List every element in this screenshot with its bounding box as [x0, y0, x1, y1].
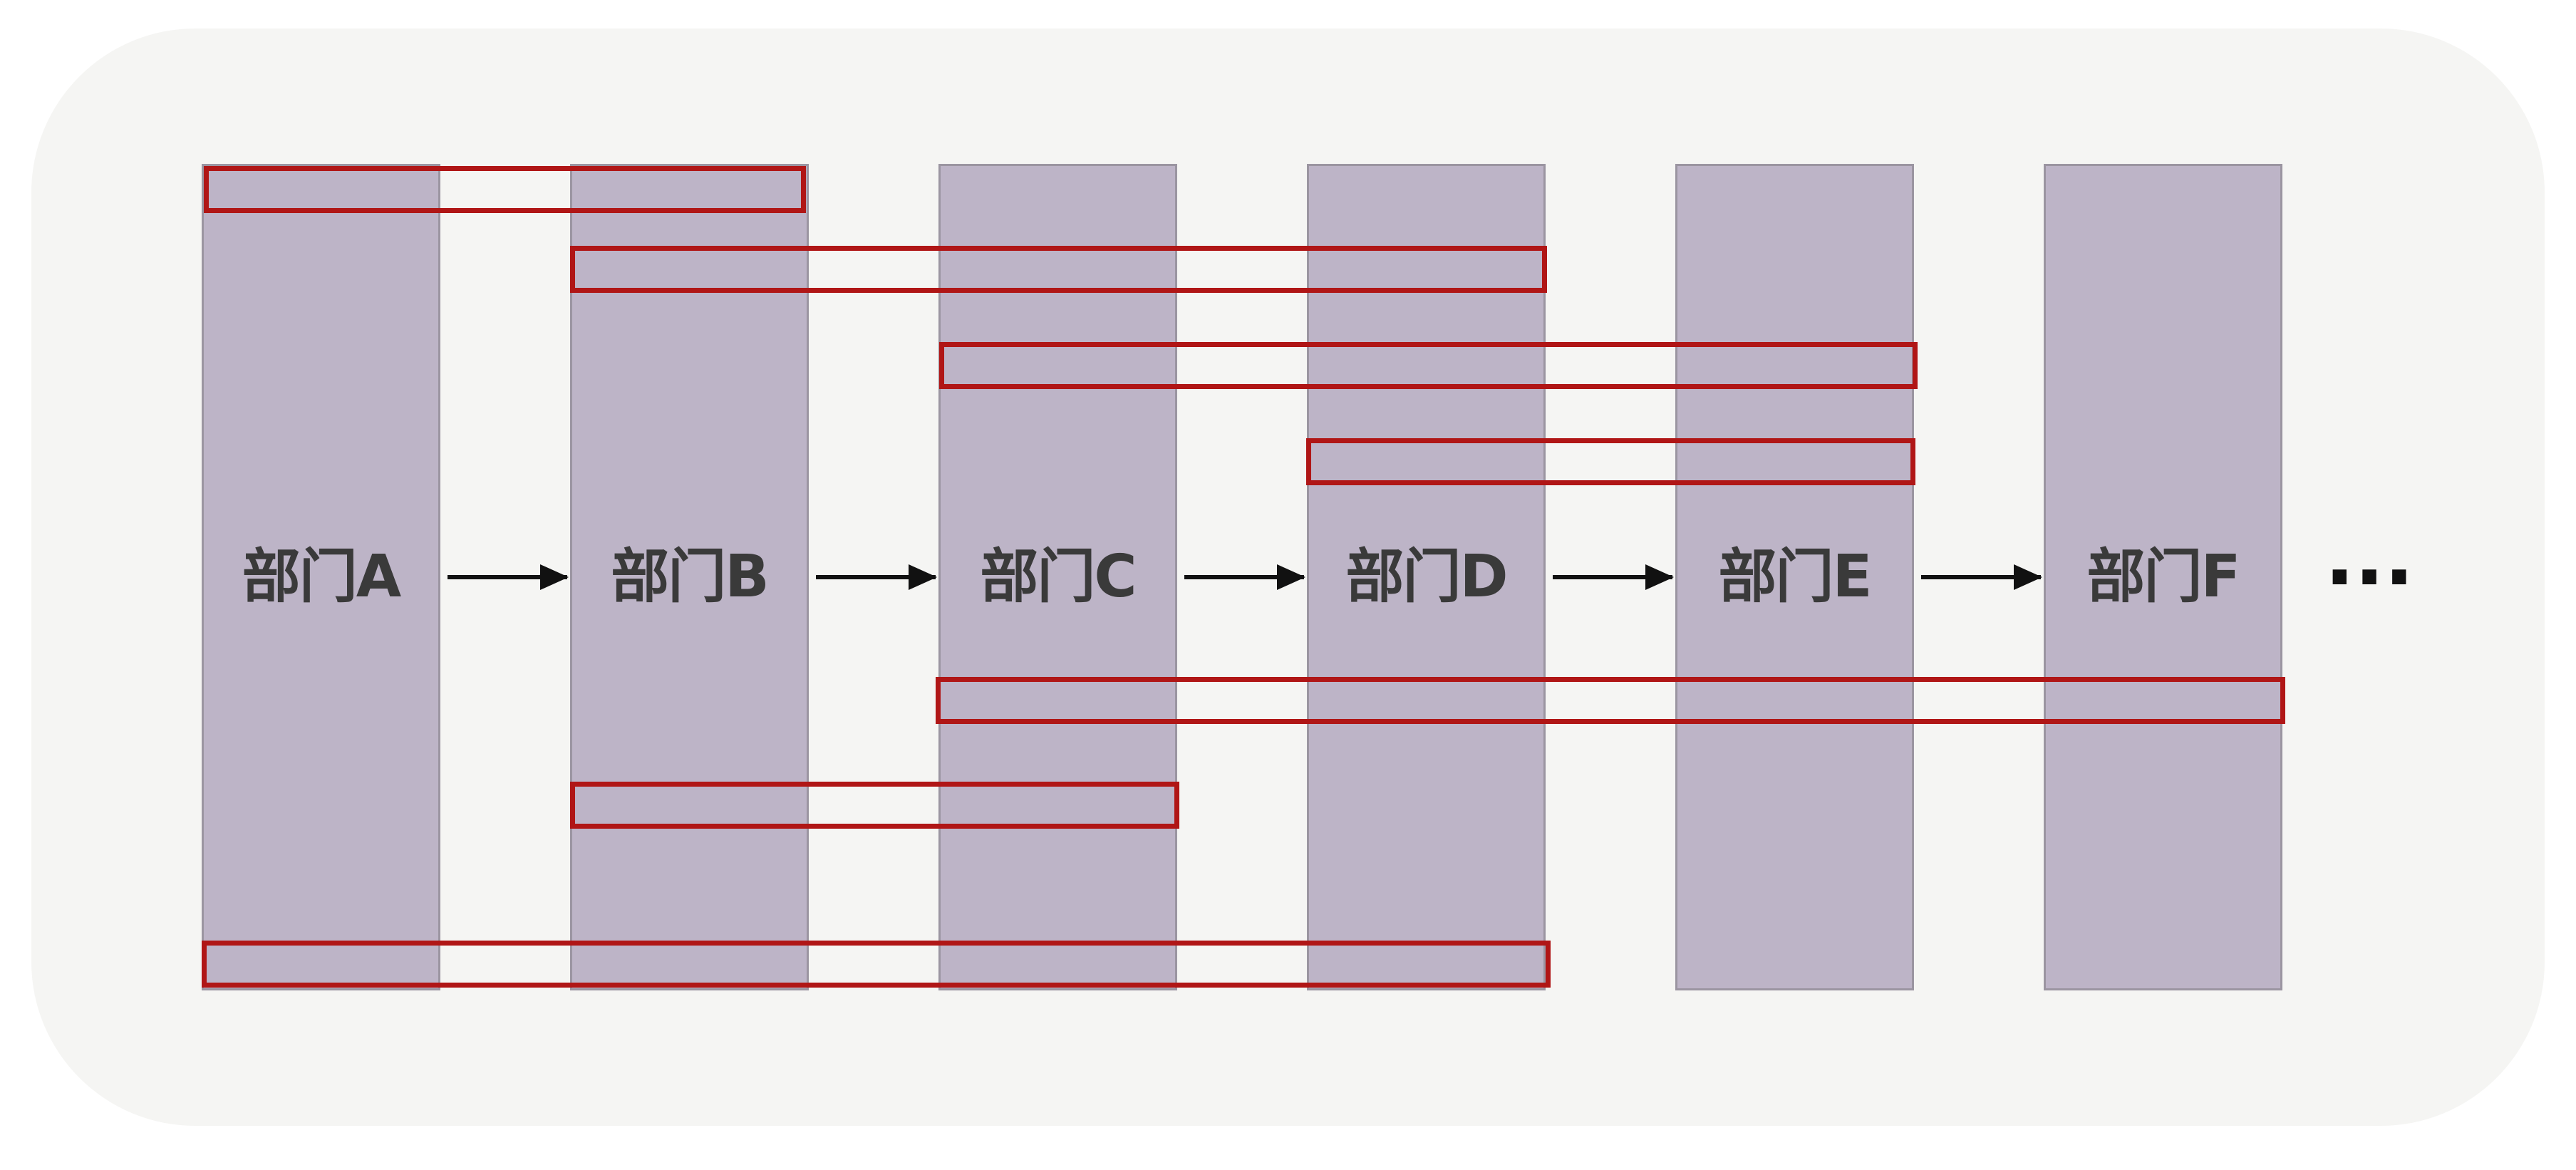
- department-column-d: [1307, 164, 1546, 990]
- flow-box-c-to-e: [939, 342, 1918, 389]
- arrow-e-to-f: [1921, 564, 2042, 590]
- flow-box-a-to-d: [202, 941, 1551, 988]
- flow-box-d-to-e: [1306, 438, 1915, 485]
- arrow-c-to-d: [1184, 564, 1305, 590]
- department-label-c: 部门C: [980, 543, 1137, 611]
- flow-box-a-to-b: [204, 166, 806, 213]
- continuation-ellipsis: ···: [2324, 532, 2414, 623]
- arrow-d-to-e: [1553, 564, 1674, 590]
- flow-box-b-to-d: [570, 246, 1547, 293]
- department-column-c: [938, 164, 1177, 990]
- department-column-a: [202, 164, 440, 990]
- department-label-a: 部门A: [242, 543, 401, 611]
- department-label-f: 部门F: [2086, 543, 2240, 611]
- department-column-f: [2044, 164, 2282, 990]
- department-column-e: [1675, 164, 1914, 990]
- department-column-b: [570, 164, 809, 990]
- department-label-e: 部门E: [1718, 543, 1872, 611]
- flow-box-b-to-c: [570, 782, 1179, 829]
- arrow-a-to-b: [448, 564, 569, 590]
- department-label-d: 部门D: [1345, 543, 1508, 611]
- flow-box-c-to-f: [936, 677, 2285, 724]
- department-label-b: 部门B: [611, 543, 770, 611]
- arrow-b-to-c: [816, 564, 937, 590]
